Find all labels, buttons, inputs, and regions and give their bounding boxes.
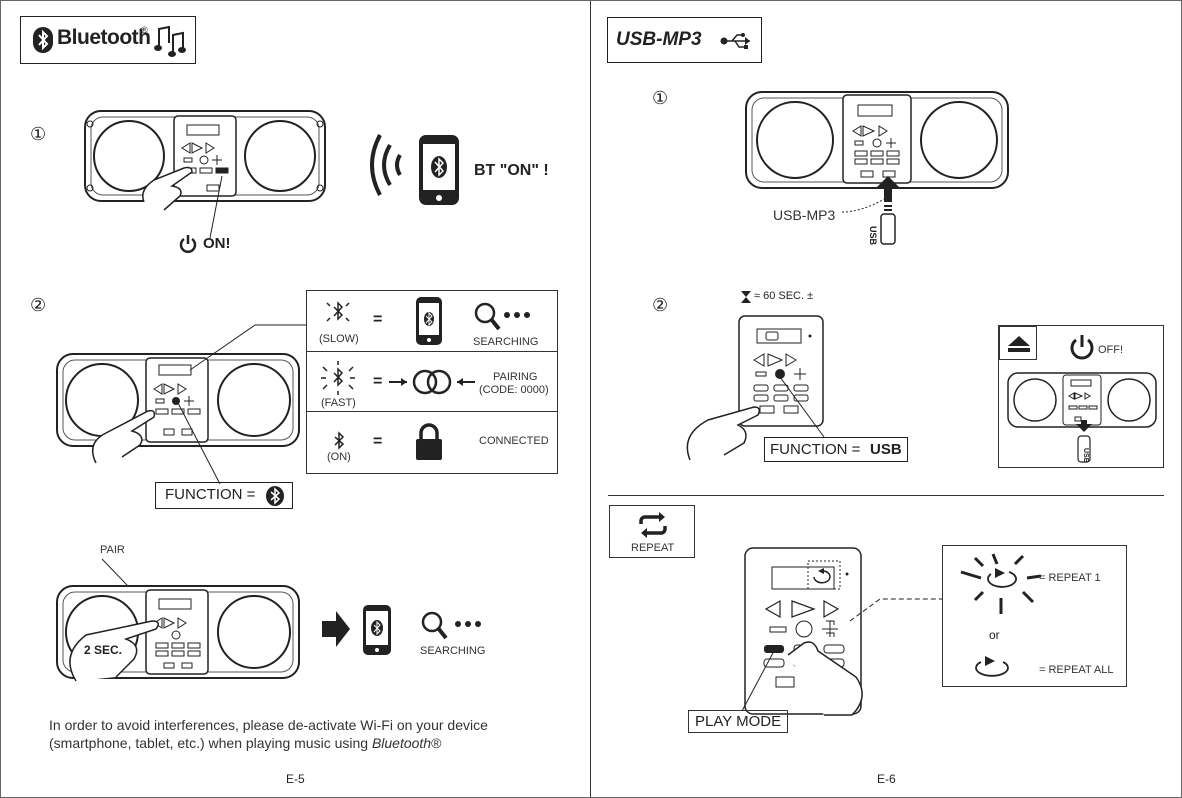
speaker-device-step3 bbox=[56, 558, 300, 682]
step1-marker: ① bbox=[30, 124, 47, 144]
bluetooth-blink-fast-icon bbox=[321, 361, 355, 395]
wifi-note-brand: Bluetooth bbox=[371, 735, 432, 751]
status-searching: SEARCHING bbox=[473, 336, 539, 348]
speaker-device-usb bbox=[745, 91, 1009, 189]
status-pairing: PAIRING bbox=[493, 371, 538, 383]
search-icon bbox=[421, 611, 481, 640]
hold-duration: 2 SEC. bbox=[84, 643, 123, 657]
power-icon bbox=[179, 235, 197, 253]
wifi-note: In order to avoid interferences, please … bbox=[49, 716, 488, 752]
play-mode-label: PLAY MODE bbox=[695, 713, 782, 730]
control-panel-repeat bbox=[741, 547, 863, 716]
wifi-note-line2: (smartphone, tablet, etc.) when playing … bbox=[49, 734, 488, 752]
usb-step1-marker: ① bbox=[652, 88, 669, 108]
smartphone-icon bbox=[363, 605, 391, 655]
wifi-note-line2-text: (smartphone, tablet, etc.) when playing … bbox=[49, 735, 372, 751]
search-icon bbox=[474, 302, 530, 331]
equals-2: = bbox=[373, 373, 383, 390]
table-divider bbox=[307, 411, 557, 412]
bt-on-label: BT "ON" ! bbox=[474, 162, 549, 179]
on-label: ON! bbox=[203, 235, 231, 252]
registered-mark: ® bbox=[141, 25, 148, 35]
music-note-icon bbox=[154, 25, 186, 57]
mode-on: (ON) bbox=[327, 451, 351, 463]
hourglass-icon bbox=[741, 291, 751, 303]
usb-insert-arrow-icon bbox=[876, 176, 900, 245]
bluetooth-blink-slow-icon bbox=[326, 301, 350, 322]
repeat-label: REPEAT bbox=[631, 542, 675, 554]
status-connected: CONNECTED bbox=[479, 435, 549, 447]
connector-lines bbox=[177, 324, 306, 485]
function-label: FUNCTION = bbox=[165, 486, 256, 503]
equals-1: = bbox=[373, 311, 383, 328]
repeat-one-label: = REPEAT 1 bbox=[1039, 572, 1101, 584]
timer-label: ≈ 60 SEC. ± bbox=[754, 290, 814, 302]
bluetooth-logo-icon bbox=[33, 27, 53, 53]
status-pairing-code: (CODE: 0000) bbox=[479, 384, 549, 396]
function-label-box: FUNCTION = bbox=[155, 482, 293, 509]
smartphone-icon bbox=[419, 135, 459, 205]
eject-off-box: OFF! USB bbox=[998, 325, 1164, 468]
usb-callout-line bbox=[841, 197, 887, 213]
bluetooth-on-icon bbox=[334, 431, 345, 450]
eject-button-box bbox=[999, 326, 1037, 360]
arrow-right-icon bbox=[322, 611, 350, 647]
bt-status-table: (SLOW) = SEARCHING (FAST) = PAIRING (COD… bbox=[306, 290, 558, 474]
status-searching-step3: SEARCHING bbox=[420, 645, 486, 657]
pair-label: PAIR bbox=[100, 544, 125, 556]
function-usb-value: USB bbox=[870, 441, 902, 458]
repeat-all-icon bbox=[975, 656, 1009, 677]
speaker-device-step2 bbox=[56, 353, 300, 464]
lock-icon bbox=[416, 423, 442, 460]
usb-stick-label: USB bbox=[868, 226, 878, 246]
power-icon bbox=[1070, 335, 1094, 360]
or-label: or bbox=[989, 628, 1000, 642]
page-divider bbox=[590, 0, 591, 798]
function-usb-box: FUNCTION = USB bbox=[764, 437, 908, 462]
bluetooth-header: Bluetooth ® bbox=[20, 16, 196, 64]
repeat-all-label: = REPEAT ALL bbox=[1039, 664, 1114, 676]
smartphone-icon bbox=[416, 297, 442, 345]
repeat-box: REPEAT bbox=[609, 505, 695, 558]
pairing-rings-icon bbox=[389, 369, 475, 395]
usb-stick-label-small: USB bbox=[1082, 448, 1089, 463]
eject-icon bbox=[1008, 336, 1030, 352]
mode-slow: (SLOW) bbox=[319, 333, 359, 345]
wifi-note-line1: In order to avoid interferences, please … bbox=[49, 717, 488, 733]
usb-mp3-title: USB-MP3 bbox=[616, 29, 702, 50]
repeat-callout-line bbox=[849, 598, 942, 622]
usb-mp3-label: USB-MP3 bbox=[773, 207, 836, 223]
usb-eject-arrow-icon bbox=[1076, 420, 1092, 463]
control-panel-usb bbox=[686, 315, 825, 461]
page-number-right: E-6 bbox=[877, 772, 896, 786]
equals-3: = bbox=[373, 433, 383, 450]
speaker-device-step1 bbox=[84, 110, 326, 239]
step2-marker: ② bbox=[30, 295, 47, 315]
usb-step2-marker: ② bbox=[652, 295, 669, 315]
repeat-icon bbox=[639, 512, 667, 538]
repeat-mode-legend: = REPEAT 1 or = REPEAT ALL bbox=[942, 545, 1127, 687]
repeat-one-blink-icon bbox=[960, 553, 1042, 614]
bluetooth-logo-icon bbox=[266, 486, 284, 506]
usb-mp3-header: USB-MP3 bbox=[607, 17, 762, 63]
wifi-note-reg: ® bbox=[431, 735, 442, 751]
play-mode-box: PLAY MODE bbox=[688, 710, 788, 733]
table-divider bbox=[307, 351, 557, 352]
bluetooth-brand: Bluetooth bbox=[57, 26, 151, 49]
page-number-left: E-5 bbox=[286, 772, 305, 786]
mode-fast: (FAST) bbox=[321, 397, 356, 409]
section-divider bbox=[608, 495, 1164, 496]
off-label: OFF! bbox=[1098, 344, 1124, 356]
usb-symbol-icon bbox=[720, 33, 750, 49]
signal-waves-icon bbox=[370, 134, 402, 196]
function-usb-prefix: FUNCTION = bbox=[770, 441, 861, 458]
speaker-device-small bbox=[1007, 372, 1157, 428]
